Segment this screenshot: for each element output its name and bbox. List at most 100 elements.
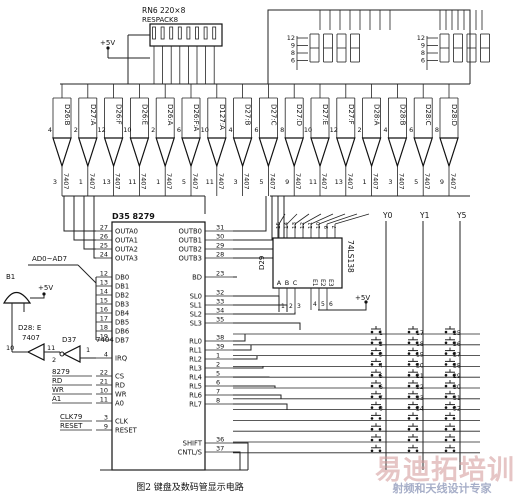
pin-name: OUTB2 (179, 246, 202, 254)
pin-name: CS (115, 373, 124, 381)
driver-label: D27:A (89, 104, 97, 126)
pin-number: 14 (100, 288, 108, 296)
figure-caption: 图2 键盘及数码管显示电路 (136, 483, 244, 493)
key-number: 6 (379, 384, 383, 391)
key-contact (370, 427, 374, 431)
pin-number: 10 (316, 222, 322, 229)
buffer-7407-triangle (310, 137, 330, 168)
pin-number: 16 (100, 306, 108, 314)
key-number: 31 (453, 395, 461, 402)
key-number: 25 (453, 330, 461, 337)
key-contact (378, 395, 382, 399)
key-number: 4 (379, 362, 383, 369)
driver-out-pin: 4 (229, 126, 233, 134)
key-switch (370, 380, 382, 388)
pin-number: 38 (216, 334, 224, 342)
pin-name: E2 (319, 279, 326, 287)
signal-a0: A1 (52, 395, 61, 403)
buffer-7407-triangle (77, 137, 98, 168)
pin-number: 4 (104, 351, 108, 359)
pin-number: 36 (216, 436, 224, 444)
buffer-7407-triangle (232, 137, 253, 168)
driver-label: D28:B (398, 104, 406, 126)
key-contact (407, 427, 411, 431)
pin-name: RD (115, 382, 125, 390)
resistor-element (169, 26, 174, 40)
key-contact (415, 352, 419, 355)
pin-name: OUTA2 (115, 246, 138, 254)
display-pin-number: 6 (291, 57, 295, 65)
pin-number: 19 (100, 333, 108, 341)
key-contact (378, 384, 382, 388)
decoder-output-wire (294, 213, 310, 225)
key-contact (378, 373, 382, 377)
pin-number: 15 (276, 222, 282, 229)
key-switch (444, 444, 456, 453)
decoder-vcc-wire (318, 302, 367, 311)
key-switch (370, 326, 382, 334)
driver-in-pin: 5 (182, 178, 186, 186)
vcc-label-respack: +5V (100, 39, 115, 47)
pin-number: 6 (329, 301, 333, 308)
key-contact (378, 417, 382, 420)
outa-wire (63, 196, 96, 232)
key-contact (415, 427, 419, 431)
return-line-wire (233, 355, 258, 360)
key-contact (370, 330, 374, 334)
return-line-wire (233, 334, 246, 342)
pin-number: 1 (281, 303, 285, 310)
key-switch (407, 380, 419, 388)
resistor-element (186, 26, 191, 40)
buffer-7407-triangle (103, 137, 124, 168)
key-number: 20 (416, 362, 424, 369)
key-switch (370, 423, 382, 431)
driver-in-pin: 9 (285, 178, 289, 186)
key-contact (444, 438, 448, 442)
pin-number: 31 (216, 224, 224, 232)
pin-number: 1 (216, 352, 220, 360)
key-switch (407, 401, 419, 409)
key-contact (444, 395, 448, 399)
key-contact (415, 449, 419, 453)
pin-number: 39 (216, 343, 224, 351)
pin-number: 8 (216, 397, 220, 405)
data-bus-wire (77, 264, 97, 284)
key-contact (407, 417, 411, 420)
return-line-wire (233, 344, 252, 351)
buffer-7407-triangle (206, 137, 227, 168)
pin-number: 11 (308, 222, 314, 229)
key-contact (452, 341, 456, 345)
buffer-7407-triangle (387, 137, 408, 168)
driver-part: 7407 (139, 173, 147, 190)
pin-number: 26 (100, 233, 108, 241)
key-switch (370, 444, 382, 453)
pin-number: 6 (216, 379, 220, 387)
vcc-label-decoder: +5V (355, 294, 370, 302)
watermark-text: 射频和天线设计专家 (392, 482, 492, 495)
pin-name: SL1 (190, 302, 202, 310)
key-switch (370, 358, 382, 366)
key-contact (452, 417, 456, 420)
respack-name: RN6 220×8 (142, 6, 186, 15)
key-contact (444, 384, 448, 388)
pin-name: OUTB3 (179, 255, 202, 263)
key-contact (452, 406, 456, 409)
key-contact (415, 363, 419, 366)
junction-dot (42, 292, 46, 296)
cntl-wire (233, 451, 241, 470)
key-number: 22 (416, 384, 424, 391)
key-contact (370, 417, 374, 420)
key-contact (415, 384, 419, 388)
key-contact (370, 384, 374, 388)
key-contact (378, 363, 382, 366)
driver-label: D27:F (347, 104, 355, 125)
key-contact (444, 352, 448, 355)
signal-rd: RD (52, 377, 62, 385)
buzzer-b1 (2, 291, 32, 304)
driver-label: D27:E (321, 104, 329, 125)
ic-8279-body (111, 221, 206, 471)
driver-in-pin: 5 (259, 178, 263, 186)
pin-number: 7 (332, 225, 338, 229)
decoder-output-wire (278, 213, 286, 225)
key-contact (452, 352, 456, 355)
